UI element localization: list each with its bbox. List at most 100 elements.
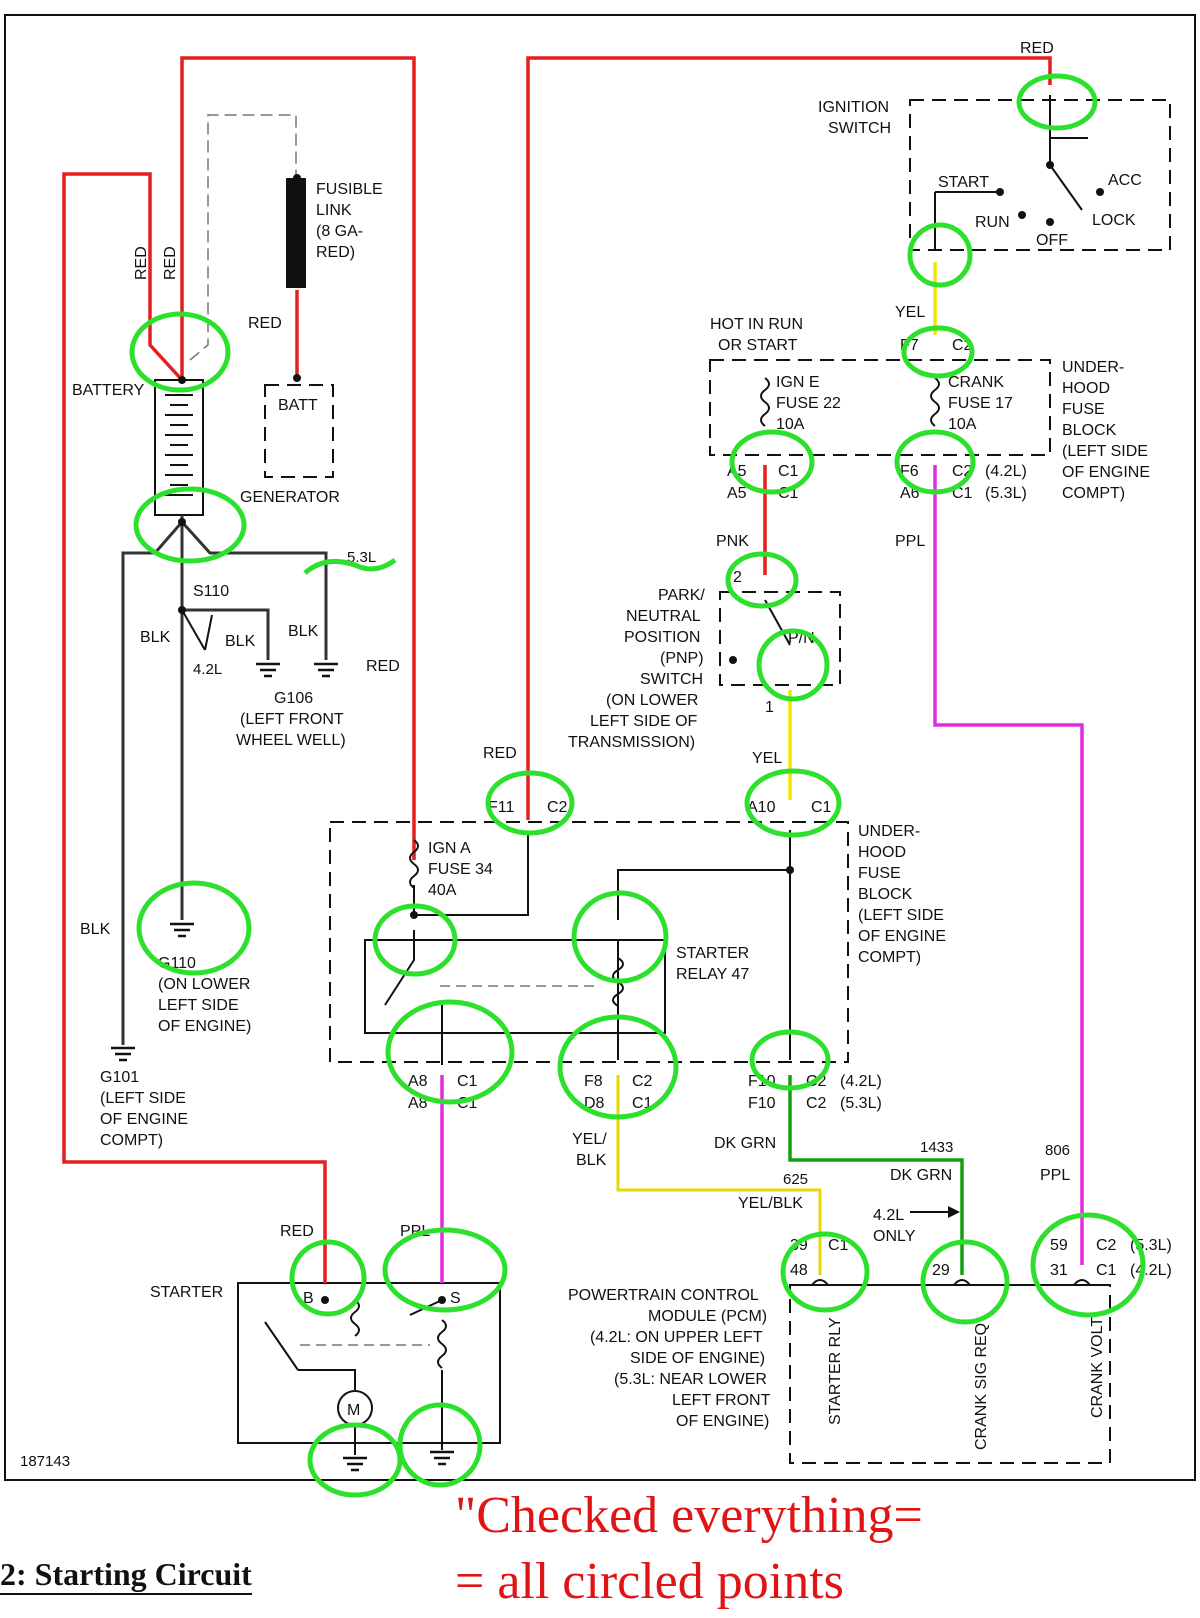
- label-run: RUN: [975, 214, 1010, 231]
- label-a5-b: A5: [727, 485, 747, 502]
- label-pcm-4: SIDE OF ENGINE): [630, 1350, 765, 1367]
- label-f8: F8: [584, 1073, 603, 1090]
- marker-battery-positive: [129, 311, 231, 393]
- label-fusible-link-4: RED): [316, 244, 355, 261]
- label-generator: GENERATOR: [240, 489, 340, 506]
- label-pin-2: 2: [733, 569, 742, 586]
- label-ufb-top-4: BLOCK: [1062, 422, 1117, 439]
- marker-ignition-switch-input: [1016, 73, 1098, 131]
- label-only-42-2: ONLY: [873, 1228, 916, 1245]
- label-yel-blk-3: YEL/BLK: [738, 1195, 803, 1212]
- label-yel-1: YEL: [895, 304, 925, 321]
- marker-crank-fuse-out: [894, 429, 976, 495]
- label-1433: 1433: [920, 1139, 953, 1156]
- label-806: 806: [1045, 1142, 1070, 1159]
- label-ufb-mid-4: BLOCK: [858, 886, 913, 903]
- label-dk-grn-2: DK GRN: [890, 1167, 952, 1184]
- underhood-fuse-block-main: [329, 821, 849, 1063]
- label-ign-e-1: IGN E: [776, 374, 820, 391]
- ground-g106-b: [314, 662, 338, 678]
- label-g110-3: LEFT SIDE: [158, 997, 239, 1014]
- label-red-starter: RED: [280, 1223, 314, 1240]
- label-ign-e-2: FUSE 22: [776, 395, 841, 412]
- label-c2-f11: C2: [547, 799, 568, 816]
- label-pcm-5: (5.3L: NEAR LOWER: [614, 1371, 767, 1388]
- label-c2-pcm: C2: [1096, 1237, 1117, 1254]
- label-f11: F11: [488, 799, 514, 816]
- label-lock: LOCK: [1092, 212, 1136, 229]
- label-g106-2: (LEFT FRONT: [240, 711, 344, 728]
- marker-pcm-pin-48: [780, 1231, 870, 1313]
- label-ign-a-3: 40A: [428, 882, 457, 899]
- label-terminal-s: S: [450, 1290, 461, 1307]
- label-starter-rly: STARTER RLY: [827, 1317, 844, 1425]
- marker-crank-fuse-in: [901, 325, 975, 379]
- label-red-f11: RED: [483, 745, 517, 762]
- marker-starter-solenoid-ground: [397, 1402, 483, 1488]
- label-pin-59: 59: [1050, 1237, 1068, 1254]
- label-yel-blk-2: BLK: [576, 1152, 607, 1169]
- marker-a10-c1: [744, 768, 842, 838]
- label-ufb-top-3: FUSE: [1062, 401, 1105, 418]
- marker-ign-e-fuse-out: [729, 429, 815, 495]
- label-c1-a10: C1: [811, 799, 832, 816]
- ignition-switch-box: [909, 99, 1171, 251]
- label-g101-4: COMPT): [100, 1132, 163, 1149]
- label-c2-f8: C2: [632, 1073, 653, 1090]
- label-pin-48: 48: [790, 1262, 808, 1279]
- label-pcm-6: LEFT FRONT: [672, 1392, 771, 1409]
- label-figure-number: 187143: [20, 1453, 70, 1470]
- figure-title: 2: Starting Circuit: [0, 1556, 252, 1595]
- label-f6: F6: [900, 463, 919, 480]
- label-g110-4: OF ENGINE): [158, 1018, 251, 1035]
- checked-point-markers: [129, 73, 1146, 1498]
- label-batt: BATT: [278, 397, 318, 414]
- label-crank-fuse-1: CRANK: [948, 374, 1004, 391]
- label-pin-29: 29: [932, 1262, 950, 1279]
- label-ufb-top-7: COMPT): [1062, 485, 1125, 502]
- dk-grn-wire: [788, 1075, 964, 1275]
- label-only-42-1: 4.2L: [873, 1207, 904, 1224]
- label-red-vertical-2: RED: [162, 246, 179, 280]
- label-hot-in-run-2: OR START: [718, 337, 798, 354]
- label-c1-a8: C1: [457, 1073, 478, 1090]
- marker-pnp-output: [756, 628, 830, 702]
- label-ufb-top-1: UNDER-: [1062, 359, 1124, 376]
- label-4-2l-a: 4.2L: [193, 661, 222, 678]
- marker-pnp-input: [725, 551, 799, 609]
- label-fusible-link-1: FUSIBLE: [316, 181, 383, 198]
- label-acc: ACC: [1108, 172, 1142, 189]
- label-ppl-starter: PPL: [400, 1223, 430, 1240]
- ign-a-fuse: [409, 839, 419, 889]
- marker-g110: [136, 880, 252, 976]
- label-starter-relay-1: STARTER: [676, 945, 749, 962]
- label-pnp-8: TRANSMISSION): [568, 734, 695, 751]
- crank-fuse: [930, 377, 940, 427]
- label-4-2l-d: (4.2L): [1130, 1262, 1172, 1279]
- marker-ignition-switch-start: [907, 222, 973, 288]
- label-c1-39: C1: [828, 1237, 849, 1254]
- label-625: 625: [783, 1171, 808, 1188]
- red-wire-starter-b: [62, 172, 327, 1283]
- label-battery: BATTERY: [72, 382, 145, 399]
- label-starter: STARTER: [150, 1284, 223, 1301]
- label-ignition-switch-1: IGNITION: [818, 99, 889, 116]
- label-ufb-mid-5: (LEFT SIDE: [858, 907, 944, 924]
- blk-wire-g106: [180, 520, 328, 660]
- marker-starter-motor-ground: [307, 1422, 403, 1498]
- label-blk-2: BLK: [225, 633, 256, 650]
- label-ignition-switch-2: SWITCH: [828, 120, 891, 137]
- marker-f10-c2: [749, 1029, 831, 1091]
- marker-battery-negative: [133, 486, 247, 564]
- label-4-2l-c: (4.2L): [840, 1073, 882, 1090]
- label-g106-1: G106: [274, 690, 313, 707]
- label-blk-1: BLK: [140, 629, 171, 646]
- ground-g106-a: [256, 662, 280, 678]
- label-hot-in-run-1: HOT IN RUN: [710, 316, 803, 333]
- label-blk-3: BLK: [288, 623, 319, 640]
- label-ign-a-1: IGN A: [428, 840, 471, 857]
- pnp-switch-box: [719, 591, 841, 686]
- marker-f11-c2: [485, 770, 575, 836]
- label-pnk: PNK: [716, 533, 749, 550]
- marker-pcm-pin-31-59: [1030, 1212, 1146, 1318]
